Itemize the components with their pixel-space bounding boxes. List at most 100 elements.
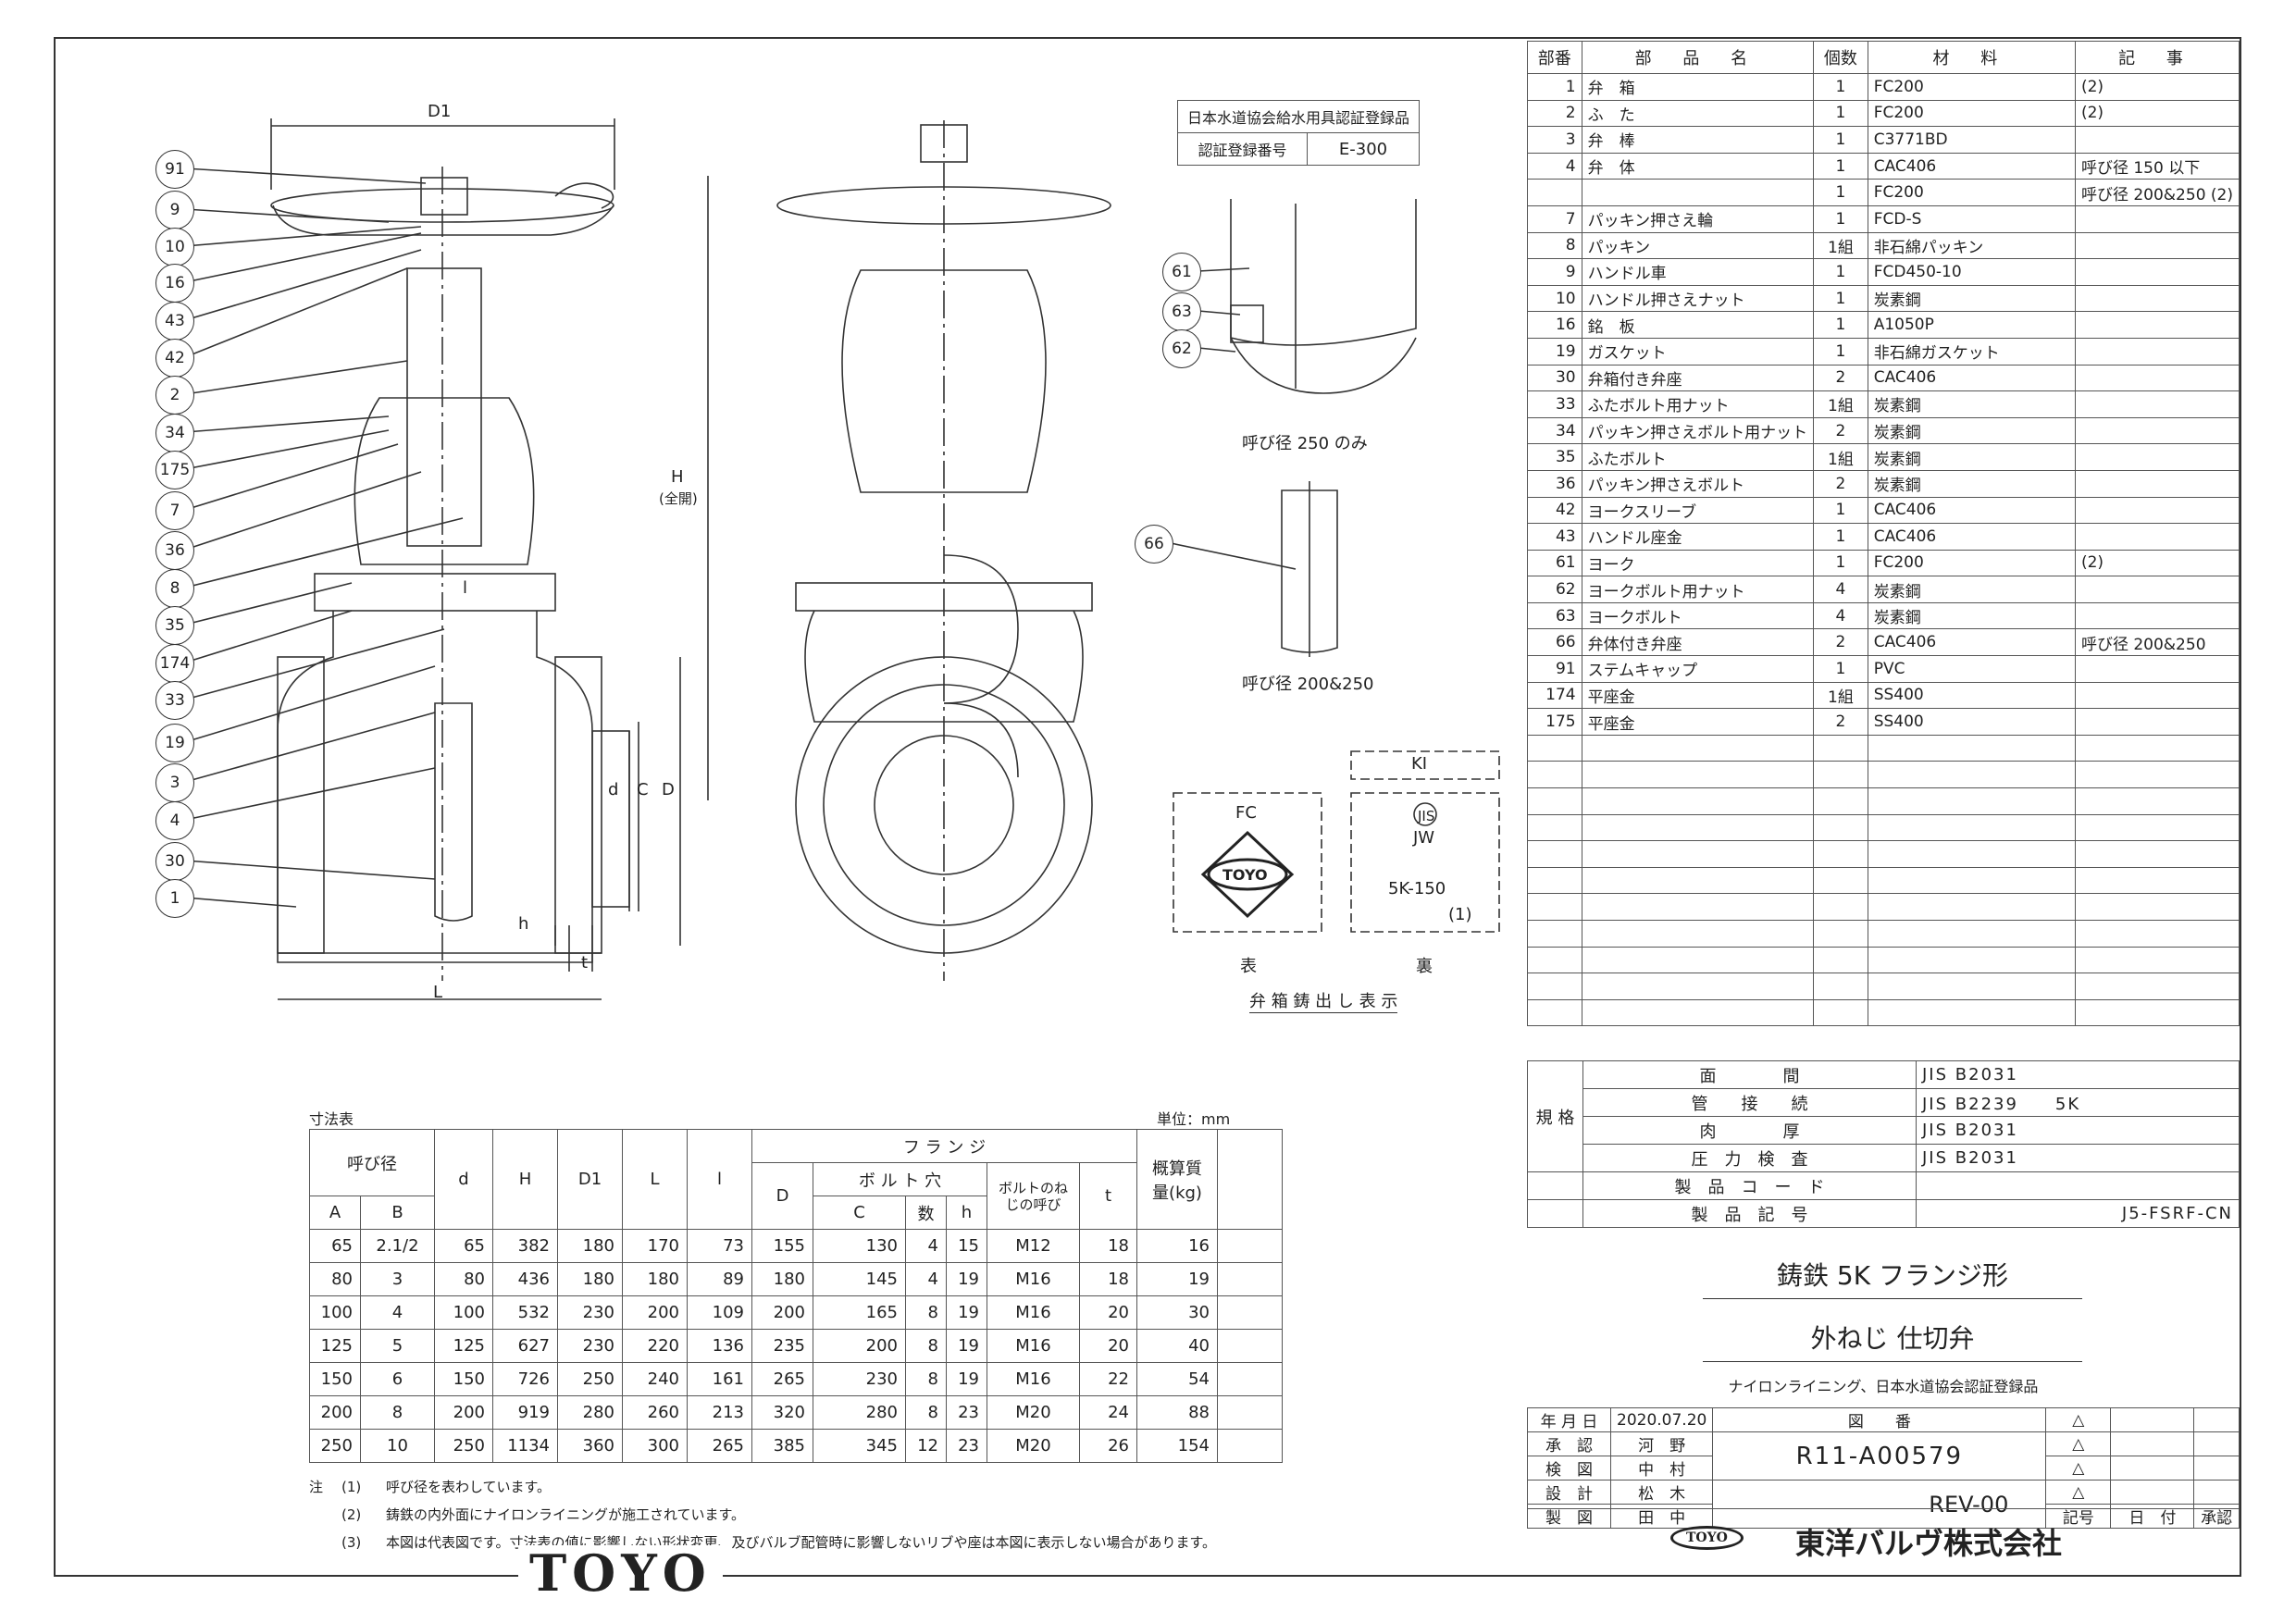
part-qty: 1 (1813, 496, 1868, 525)
part-balloon: 35 (155, 606, 194, 645)
cert-label: 認証登録番号 (1176, 132, 1309, 166)
part-no (1527, 179, 1582, 206)
part-no: 1 (1527, 73, 1582, 101)
dim-cell: 4 (905, 1262, 947, 1296)
dim-cell: 235 (751, 1329, 813, 1363)
company-block: TOYO 東洋バルヴ株式会社 (1527, 1508, 2240, 1574)
part-note (2074, 496, 2240, 525)
part-qty: 1 (1813, 311, 1868, 339)
part-no: 61 (1527, 549, 1582, 577)
date-label: 年 月 日 (1527, 1407, 1611, 1432)
part-note (2074, 708, 2240, 736)
hdr-B: B (360, 1196, 435, 1230)
dim-cell: 230 (557, 1295, 623, 1330)
part-balloon: 91 (155, 150, 194, 189)
note-item: (1)呼び径を表わしています。 (341, 1473, 1267, 1501)
part-balloon: 7 (155, 491, 194, 530)
dim-cell: 8 (905, 1295, 947, 1330)
part-note: (2) (2074, 99, 2240, 128)
revision-number: REV-00 (1712, 1480, 2047, 1529)
revision-table: 年 月 日 2020.07.20 図 番 △ 承 認 河 野 R11-A0057… (1527, 1407, 2240, 1529)
notes: 注 (1)呼び径を表わしています。(2)鋳鉄の内外面にナイロンライニングが施工さ… (309, 1473, 1216, 1551)
company-name: 東洋バルヴ株式会社 (1795, 1526, 2063, 1561)
hdr-L: L (622, 1129, 688, 1230)
detail2-caption: 呼び径 200&250 (1242, 675, 1374, 694)
part-no: 34 (1527, 416, 1582, 445)
jis-mark: JIS (1418, 808, 1435, 824)
part-name: ふたボルト用ナット (1581, 390, 1815, 418)
spec-label: 面 間 (1582, 1060, 1917, 1089)
hdr-h: h (946, 1196, 987, 1230)
part-name: 弁 箱 (1581, 73, 1815, 101)
dim-cell: 180 (557, 1262, 623, 1296)
dim-label-D: D (662, 780, 675, 799)
dim-cell: 165 (813, 1295, 906, 1330)
title-line2: 外ねじ 仕切弁 (1703, 1319, 2082, 1362)
dim-cell: 436 (492, 1262, 558, 1296)
spec-label: 圧 力 検 査 (1582, 1144, 1917, 1172)
part-no: 4 (1527, 152, 1582, 180)
note-item: (3)本図は代表図です。寸法表の値に影響しない形状変更、及びバルブ配管時に影響し… (341, 1529, 1267, 1556)
part-material: PVC (1867, 655, 2076, 683)
part-qty: 1組 (1813, 231, 1868, 260)
spec-row: 製 品 コ ー ド (1527, 1171, 2240, 1200)
part-material: CAC406 (1867, 152, 2076, 180)
dim-cell: 8 (360, 1395, 435, 1430)
spec-label: 製 品 コ ー ド (1582, 1171, 1917, 1200)
dim-cell: 125 (309, 1329, 361, 1363)
part-no: 63 (1527, 601, 1582, 630)
part-qty: 4 (1813, 576, 1868, 603)
toyo-diamond-logo (1200, 830, 1295, 919)
part-note: (2) (2074, 73, 2240, 101)
dim-cell: 19 (1136, 1262, 1218, 1296)
hdr-bolt: ボ ル ト 穴 (813, 1162, 987, 1196)
dim-cell: 6 (360, 1362, 435, 1396)
part-balloon: 30 (155, 842, 194, 881)
title-sub: ナイロンライニング、日本水道協会認証登録品 (1728, 1378, 2039, 1395)
part-name: 平座金 (1581, 681, 1815, 710)
part-note (2074, 204, 2240, 233)
part-note (2074, 469, 2240, 498)
hdr-flange: フ ラ ン ジ (751, 1129, 1137, 1163)
dim-cell: 12 (905, 1429, 947, 1463)
part-qty: 1組 (1813, 390, 1868, 418)
spec-group-label: 規 格 (1527, 1060, 1583, 1172)
hdr-t: t (1079, 1162, 1137, 1230)
part-qty: 2 (1813, 416, 1868, 445)
part-qty: 1 (1813, 337, 1868, 365)
dim-cell: 1134 (492, 1429, 558, 1463)
dimension-table: 呼び径 d H D1 L l フ ラ ン ジ 概算質量(kg) D ボ ル ト … (309, 1129, 1283, 1463)
part-material: 炭素鋼 (1867, 443, 2076, 471)
dim-cell: 280 (813, 1395, 906, 1430)
part-name (1581, 179, 1815, 206)
part-note (2074, 231, 2240, 260)
part-qty: 1組 (1813, 681, 1868, 710)
spec-label: 肉 厚 (1582, 1116, 1917, 1145)
approve-name: 河 野 (1609, 1431, 1714, 1456)
dim-label-D1: D1 (428, 102, 452, 121)
dim-cell: 100 (434, 1295, 493, 1330)
dim-cell: 20 (1079, 1295, 1137, 1330)
draw-label: 製 図 (1527, 1504, 1611, 1529)
hdr-count: 数 (905, 1196, 947, 1230)
footer-logo: TOYO (518, 1545, 723, 1601)
part-note (2074, 364, 2240, 392)
dim-cell: 130 (813, 1229, 906, 1263)
part-no: 19 (1527, 337, 1582, 365)
hdr-A: A (309, 1196, 361, 1230)
part-material: 炭素鋼 (1867, 576, 2076, 603)
dim-cell: 382 (492, 1229, 558, 1263)
dim-cell: 40 (1136, 1329, 1218, 1363)
part-material: 非石綿パッキン (1867, 231, 2076, 260)
col-name: 部 品 名 (1581, 41, 1815, 74)
dim-cell: 23 (946, 1429, 987, 1463)
